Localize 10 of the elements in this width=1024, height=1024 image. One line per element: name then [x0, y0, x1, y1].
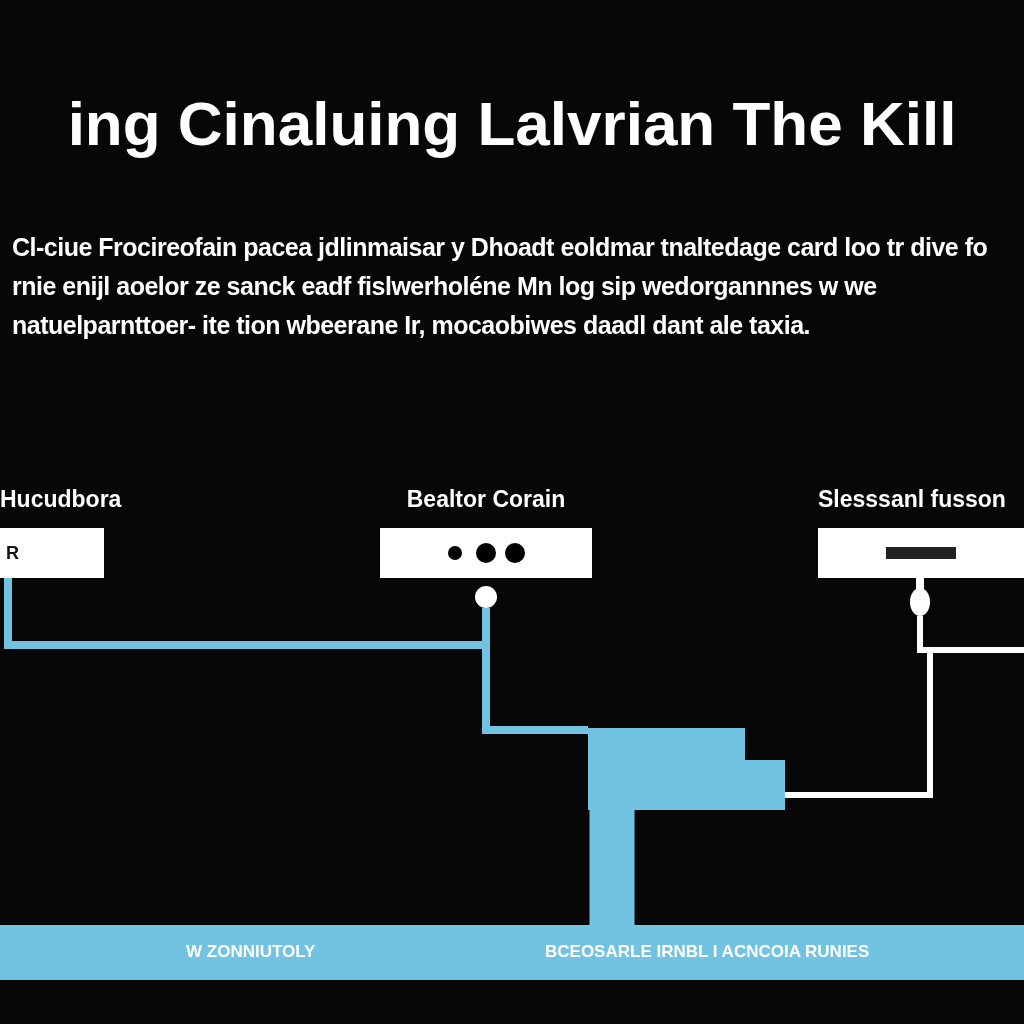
box-heading: Hucudbora [0, 485, 123, 514]
description-paragraph: Cl-ciue Frocireofain pacea jdlinmaisar y Dhoadt eoldmar tnaltedage card loo tr dive fo rnie enijl aoelor ze sanck eadf fislwerholéne Mn log sip wedorgannnes w we natuelparnttoer- ite tion wbeerane Ir, mocaobiwes daadl dant ale taxia. [12, 232, 989, 341]
bottom-band [0, 925, 1024, 980]
box-heading: Bealtor Corain [405, 485, 567, 514]
band-text: BCEOSARLE IRNBL I ACNCOIA RUNIES [545, 942, 870, 962]
box-text: R [6, 542, 19, 564]
title: ing Cinaluing Lalvrian The Kill [66, 88, 958, 159]
connector-line [589, 810, 635, 925]
box-heading: Slesssanl fusson [818, 485, 1007, 514]
band-text: W ZONNIUTOLY [186, 942, 316, 962]
